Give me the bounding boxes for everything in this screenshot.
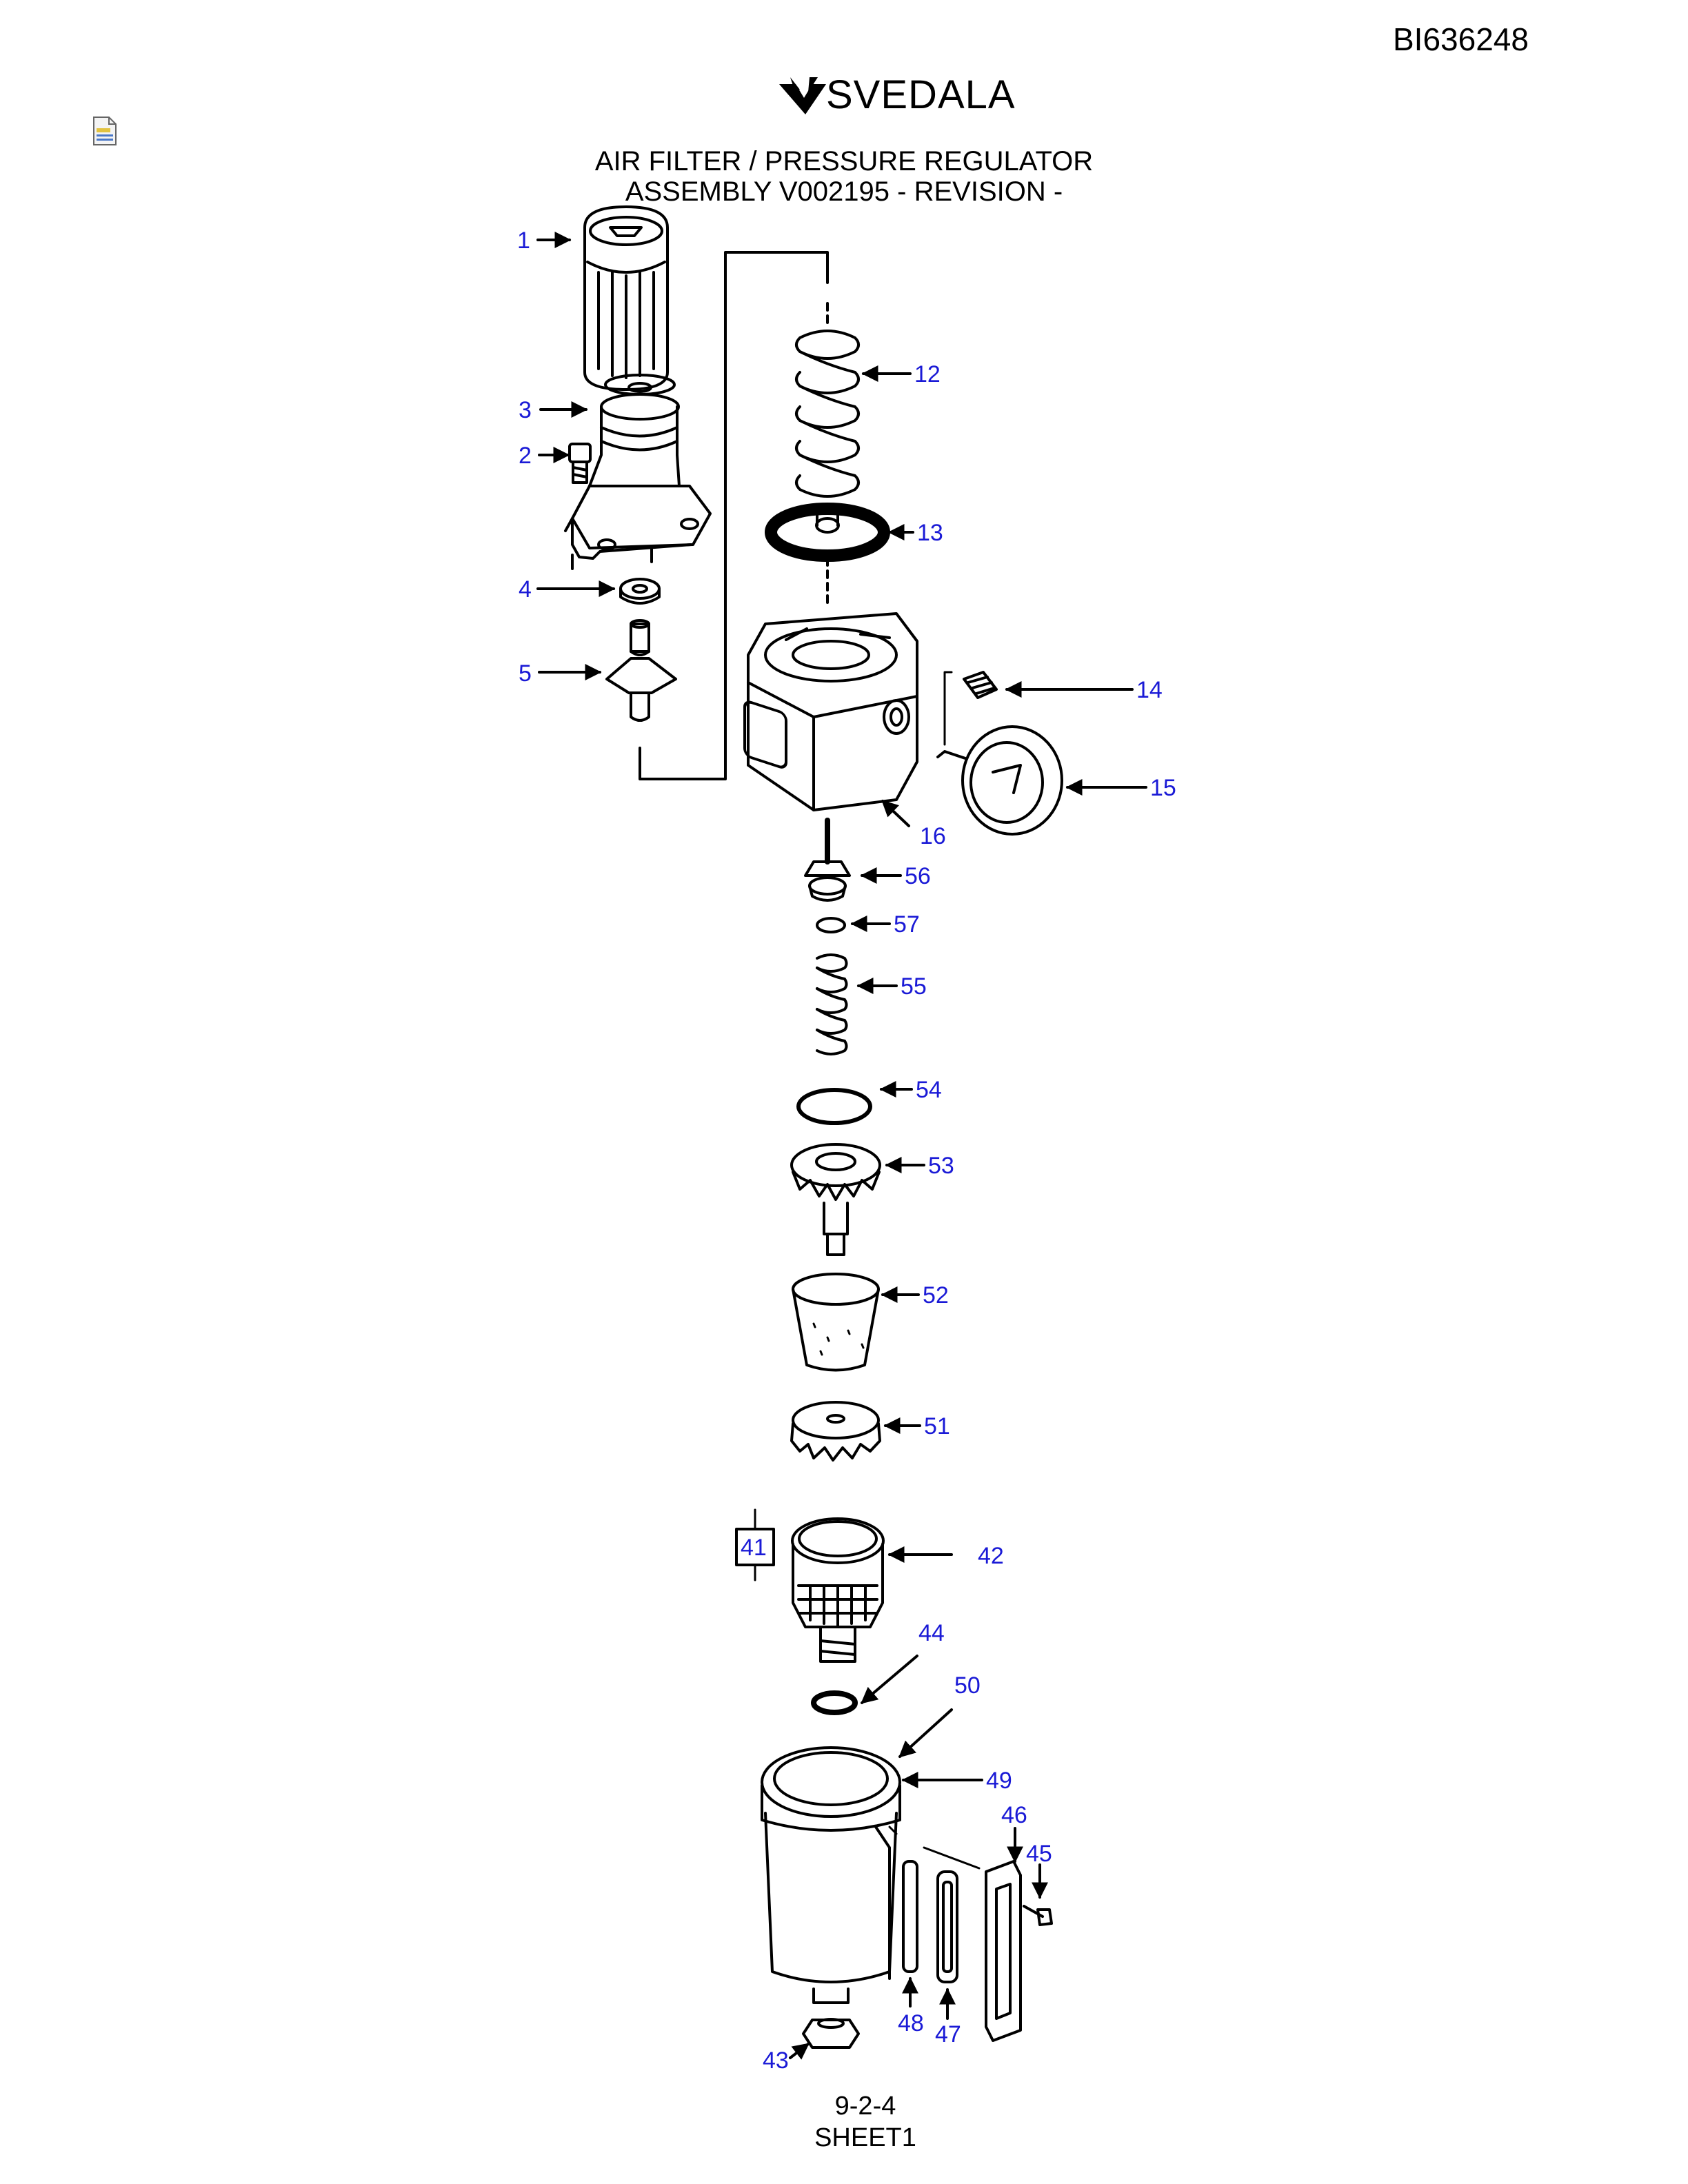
callout-47: 47: [935, 2021, 961, 2048]
part-washer: [619, 578, 661, 605]
attachment-file-icon[interactable]: [92, 116, 117, 146]
part-filter-element: [792, 1273, 880, 1372]
part-spring-small: [816, 953, 848, 1055]
callout-13: 13: [917, 520, 943, 546]
callout-52: 52: [923, 1282, 949, 1308]
part-gasket: [811, 1690, 858, 1715]
callout-46: 46: [1001, 1802, 1027, 1828]
callout-labels: 1 2 3 4 5 12 13 14 15 16 56 57 55 54 53 …: [517, 228, 1176, 2074]
drawing-title-line-2: ASSEMBLY V002195 - REVISION -: [625, 176, 1063, 207]
callout-49: 49: [986, 1768, 1012, 1794]
sheet-label: SHEET1: [814, 2123, 916, 2152]
callout-55: 55: [901, 973, 927, 1000]
callout-14: 14: [1136, 677, 1163, 703]
callout-16: 16: [920, 823, 946, 849]
callout-43: 43: [763, 2048, 789, 2074]
page-reference: 9-2-4: [834, 2092, 896, 2121]
part-sight-guard: [985, 1860, 1022, 2042]
callout-5: 5: [519, 660, 532, 687]
part-screw: [568, 443, 592, 484]
callout-4: 4: [519, 576, 532, 603]
part-o-ring-small: [816, 917, 846, 933]
callout-45: 45: [1026, 1841, 1052, 1867]
part-bowl: [761, 1746, 901, 2004]
svedala-logo-mark: [779, 77, 826, 114]
part-o-ring-large: [796, 1088, 872, 1125]
part-spring-large: [795, 330, 860, 498]
brand-wordmark: SVEDALA: [826, 72, 1016, 117]
callout-42: 42: [978, 1543, 1004, 1569]
part-sight-glass: [902, 1860, 918, 1973]
callout-57: 57: [894, 911, 920, 938]
callout-15: 15: [1150, 775, 1176, 801]
part-diaphragm: [765, 503, 890, 562]
callout-48: 48: [898, 2010, 924, 2036]
part-drain-nut: [802, 2018, 860, 2049]
part-plug: [963, 671, 998, 699]
part-knob: [583, 205, 669, 391]
leader-lines: [536, 232, 1147, 2060]
part-auto-drain: [791, 1517, 885, 1663]
callout-51: 51: [924, 1413, 950, 1439]
callout-1: 1: [517, 228, 530, 254]
part-gauge: [936, 725, 1063, 836]
part-sight-seal: [936, 1870, 958, 1983]
callout-3: 3: [519, 397, 532, 423]
callout-53: 53: [928, 1153, 954, 1179]
part-guard-screw: [1023, 1905, 1053, 1926]
callout-2: 2: [519, 443, 532, 469]
part-valve-poppet: [804, 818, 851, 902]
part-valve-stem: [605, 619, 677, 722]
part-regulator-body: [743, 612, 918, 811]
callout-56: 56: [905, 863, 931, 889]
part-baffle: [790, 1401, 881, 1462]
callout-50: 50: [954, 1672, 981, 1699]
callout-54: 54: [916, 1077, 942, 1103]
callout-41: 41: [741, 1535, 767, 1561]
assembly-leader-loop: [639, 251, 829, 780]
document-id: BI636248: [1393, 21, 1529, 57]
drawing-title-line-1: AIR FILTER / PRESSURE REGULATOR: [594, 146, 1094, 176]
part-bonnet: [564, 374, 712, 570]
part-deflector: [790, 1143, 881, 1256]
callout-44: 44: [918, 1620, 945, 1646]
callout-12: 12: [914, 361, 941, 387]
